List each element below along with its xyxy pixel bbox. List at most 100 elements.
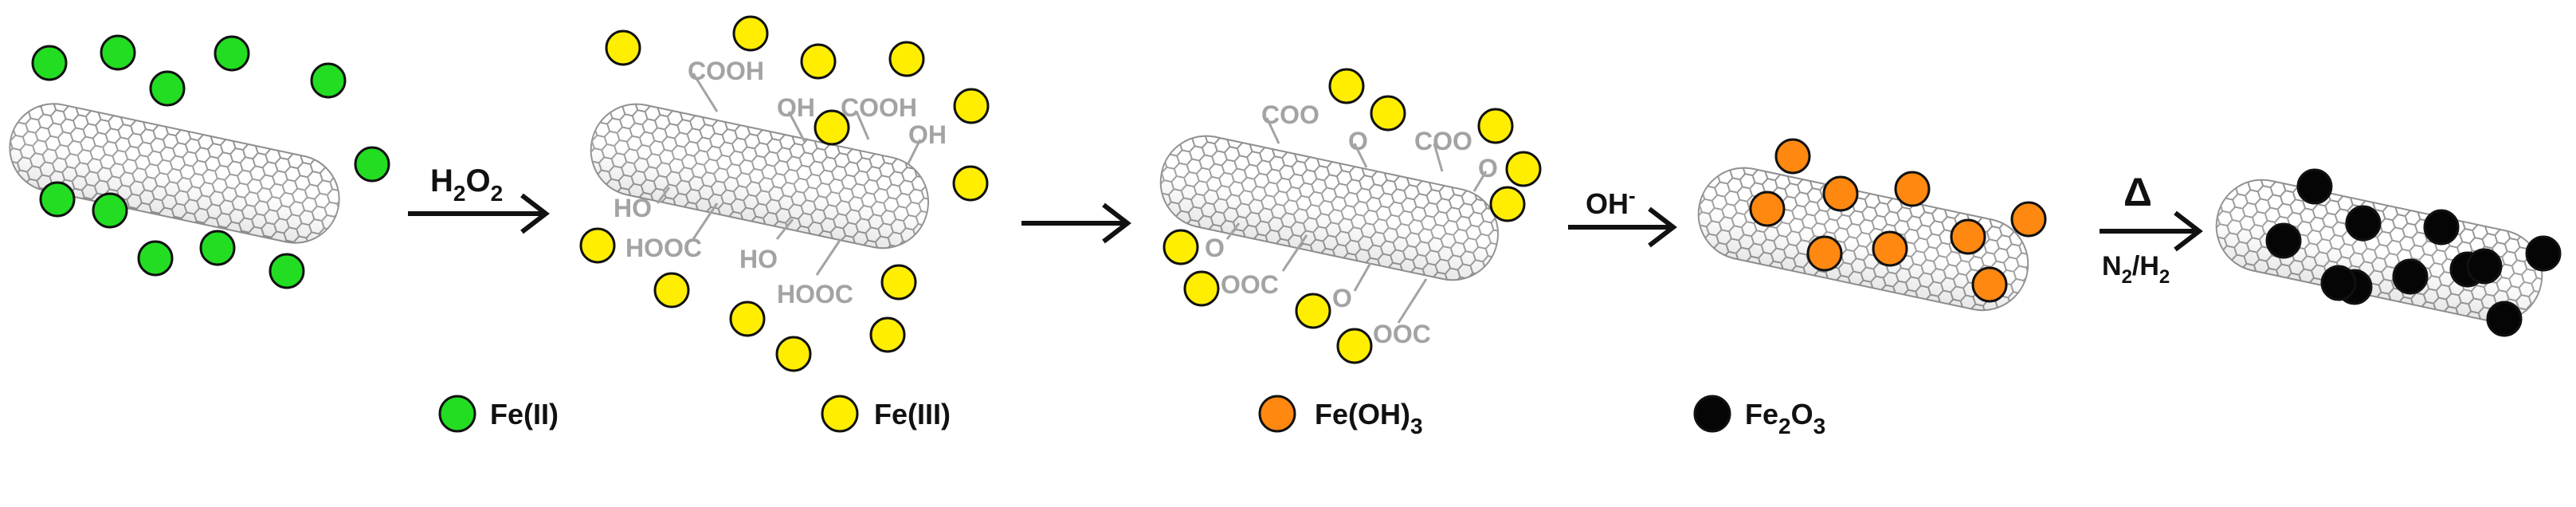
- group-o-4: O: [1332, 284, 1352, 312]
- legend-item-fe3: Fe(III): [821, 395, 951, 433]
- legend-item-feoh3: Fe(OH)3: [1258, 395, 1423, 438]
- fe3-particle: [1336, 328, 1373, 364]
- feoh3-particle: [1774, 138, 1811, 175]
- fe2o3-particle: [2320, 265, 2357, 301]
- oh-label: OH: [1586, 187, 1629, 220]
- fe2-particle: [31, 45, 68, 81]
- svg-text:Fe(OH)3: Fe(OH)3: [1315, 398, 1423, 438]
- arrow-plain: [1021, 202, 1131, 244]
- n2-sub: 2: [2122, 266, 2132, 288]
- legend-label-feoh3: Fe(OH): [1315, 398, 1410, 430]
- group-o-3: O: [1205, 234, 1225, 262]
- legend-label-fe2o3-fe: Fe: [1745, 398, 1778, 430]
- group-o-2: O: [1478, 154, 1498, 183]
- fe3-particle: [869, 316, 906, 353]
- h2o2-sub1: 2: [453, 181, 466, 206]
- fe3-particle: [729, 301, 766, 337]
- fe2o3-particle: [2423, 209, 2460, 246]
- legend-sub-feoh3: 3: [1410, 414, 1423, 438]
- group-ooc-2: OOC: [1373, 320, 1431, 348]
- fe2-particle: [137, 240, 174, 277]
- feoh3-particle: [1894, 171, 1931, 207]
- fe3-particle: [1489, 186, 1526, 222]
- legend: Fe(II) Fe(III) Fe(OH)3 Fe2O3: [438, 395, 1825, 438]
- legend-label-fe2: Fe(II): [490, 398, 559, 430]
- fe3-particle: [1183, 270, 1220, 307]
- carbon-nanotube-5: [2215, 179, 2543, 323]
- fe2-particle: [100, 34, 136, 71]
- feoh3-particle: [1950, 218, 1986, 255]
- panel-fe2o3: [2215, 168, 2562, 337]
- legend-dot-fe2o3: [1693, 395, 1731, 433]
- bond-lines-3: [1225, 117, 1488, 324]
- fe2o3-particle: [2265, 222, 2302, 259]
- carbon-nanotube-2: [590, 103, 929, 250]
- fe3-particle: [653, 272, 690, 309]
- feoh3-particle: [1806, 235, 1843, 272]
- group-ho-2: HO: [739, 245, 778, 273]
- fe3-particle: [800, 43, 837, 80]
- carbon-nanotube-1: [9, 103, 340, 244]
- panel-fe2-adsorption: [9, 34, 390, 289]
- legend-sub-fe2o3-1: 2: [1778, 414, 1791, 438]
- fe2-particle: [149, 70, 186, 107]
- svg-text:Fe2O3: Fe2O3: [1745, 398, 1825, 438]
- fe3-particle: [732, 15, 769, 52]
- panel-feoh3: [1697, 138, 2047, 312]
- legend-item-fe2: Fe(II): [438, 395, 559, 433]
- fe2o3-particle: [2486, 301, 2523, 337]
- arrow-oh: OH-: [1568, 183, 1677, 248]
- legend-sub-fe2o3-2: 3: [1813, 414, 1826, 438]
- fe3-particle: [605, 29, 641, 66]
- legend-dot-feoh3: [1258, 395, 1296, 433]
- legend-dot-fe2: [438, 395, 476, 433]
- fe2o3-particle: [2525, 235, 2562, 272]
- fe2-particle: [92, 192, 128, 229]
- fe3-particle: [1295, 293, 1331, 329]
- fe3-particle: [579, 227, 616, 264]
- group-ooc-1: OOC: [1221, 270, 1279, 299]
- fe3-particle: [1505, 151, 1542, 187]
- group-o-1: O: [1348, 127, 1368, 155]
- svg-text:H2O2: H2O2: [430, 163, 503, 206]
- svg-text:OH-: OH-: [1586, 183, 1636, 220]
- group-ho-1: HO: [614, 194, 652, 222]
- group-hooc-1: HOOC: [625, 234, 702, 262]
- fe2o3-particle: [2392, 258, 2429, 295]
- arrow-anneal: Δ N2/H2: [2100, 170, 2203, 288]
- feoh3-particle: [1822, 175, 1859, 212]
- arrow-h2o2: H2O2: [408, 163, 550, 234]
- fe2o3-particle: [2345, 205, 2382, 242]
- fe2o3-particle: [2296, 168, 2333, 205]
- bond-lines-2: [656, 73, 922, 276]
- delta-symbol: Δ: [2123, 170, 2152, 214]
- h2o2-h: H: [430, 163, 453, 198]
- fe3-particle: [814, 109, 850, 146]
- svg-text:N2/H2: N2/H2: [2102, 251, 2170, 288]
- group-cooh-2: COOH: [841, 93, 917, 122]
- panel-fe3-coordination: COO O COO O O OOC O OOC: [1159, 68, 1542, 364]
- group-oh-2: OH: [908, 120, 947, 149]
- carbon-nanotube-3: [1159, 135, 1499, 281]
- fe3-particle: [1370, 95, 1406, 132]
- fe2-particle: [39, 181, 76, 218]
- feoh3-particle: [1749, 191, 1786, 227]
- fe3-particle: [953, 88, 990, 124]
- fe2-particle: [310, 62, 347, 99]
- fe2-particle: [214, 35, 250, 72]
- oh-charge: -: [1629, 183, 1636, 207]
- h2-sub: 2: [2159, 266, 2170, 288]
- group-cooh-1: COOH: [688, 57, 764, 85]
- fe3-particle: [775, 336, 812, 372]
- feoh3-particle: [2010, 201, 2047, 238]
- fe3-particle: [888, 41, 925, 77]
- fe3-particle: [1477, 108, 1514, 144]
- legend-dot-fe3: [821, 395, 859, 433]
- fe2o3-particle: [2466, 248, 2503, 285]
- panel-oxidized-cnt: COOH OH COOH OH HO HOOC HO HOOC: [579, 15, 990, 372]
- group-coo-1: COO: [1261, 100, 1319, 129]
- feoh3-particle: [1872, 230, 1908, 267]
- fe3-particle: [1163, 229, 1199, 265]
- group-hooc-2: HOOC: [777, 280, 853, 309]
- fe3-particle: [880, 264, 917, 301]
